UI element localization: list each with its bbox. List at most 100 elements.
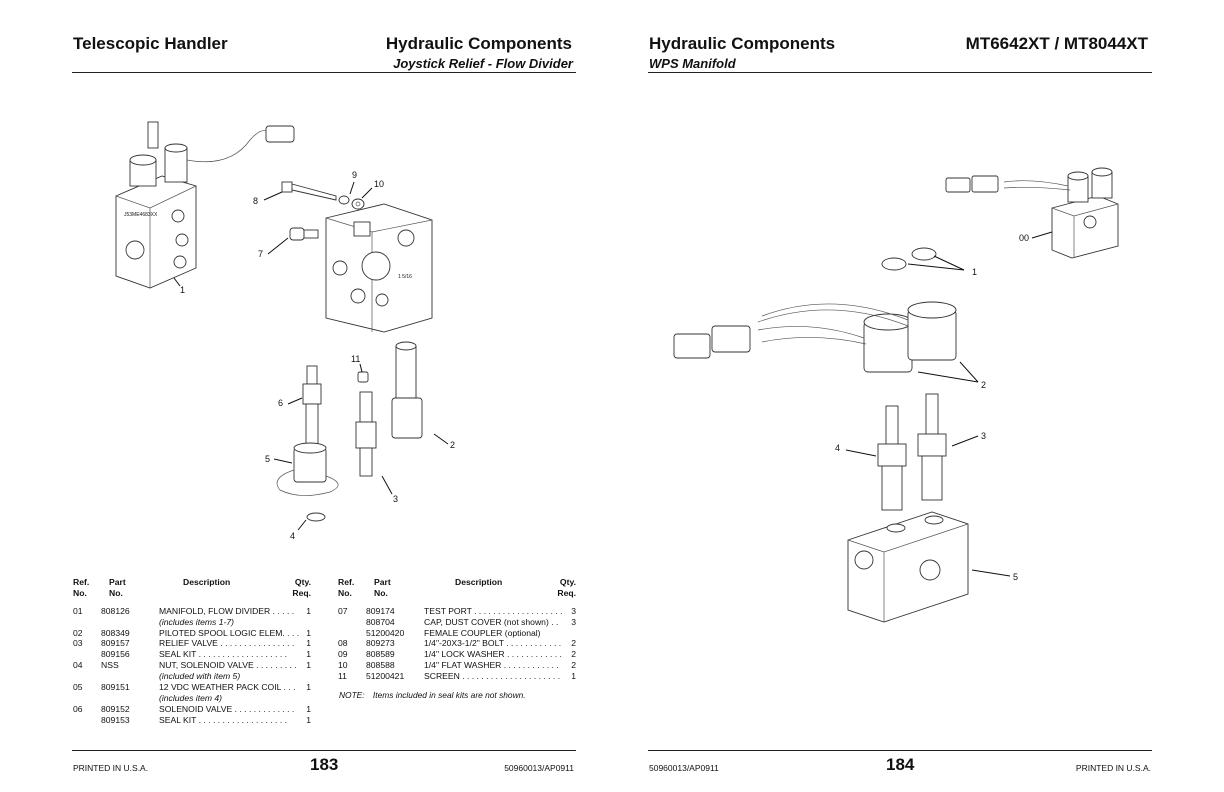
callout-8: 8 — [253, 196, 258, 206]
part-description: (included with item 5) — [159, 671, 241, 682]
relief-valve-drawing — [355, 391, 377, 477]
callout-2: 2 — [450, 440, 455, 450]
parts-row: (included with item 5) — [73, 671, 311, 682]
screen-drawing — [357, 371, 369, 383]
callout-6: 6 — [278, 398, 283, 408]
page-number: 183 — [310, 755, 339, 774]
part-description: RELIEF VALVE . . . . . . . . . . . . . .… — [159, 638, 295, 649]
callout-4: 4 — [835, 443, 840, 453]
note-label: NOTE: — [339, 690, 365, 700]
part-description: MANIFOLD, FLOW DIVIDER . . . . . — [159, 605, 295, 616]
part-description: (includes item 4) — [159, 692, 223, 703]
part-ref: 05 — [73, 682, 83, 693]
part-description: TEST PORT . . . . . . . . . . . . . . . … — [424, 605, 563, 616]
header-part: Part — [374, 577, 391, 587]
callout-3: 3 — [981, 431, 986, 441]
header-description: Description — [455, 577, 503, 587]
section-title: Hydraulic Components — [385, 34, 572, 53]
part-description: SEAL KIT . . . . . . . . . . . . . . . .… — [159, 714, 287, 725]
callout-10: 10 — [374, 179, 384, 189]
left-page: Telescopic Handler Hydraulic Components … — [72, 34, 576, 774]
part-number: NSS — [101, 660, 119, 671]
flow-divider-block-drawing: 1 5/16 — [325, 203, 433, 333]
wps-manifold-block-drawing — [847, 511, 969, 623]
document-title: Telescopic Handler — [73, 34, 228, 53]
parts-table-left: Ref. Part Description Qty. No. No. Req. … — [73, 577, 311, 726]
part-description: 12 VDC WEATHER PACK COIL . . . — [159, 682, 296, 693]
part-number: 809157 — [101, 638, 130, 649]
part-description: 1/4"-20X3-1/2" BOLT . . . . . . . . . . … — [424, 638, 562, 649]
flow-divider-exploded-diagram: J53ME4683XX 1 5/16 — [115, 121, 455, 541]
part-qty: 2 — [571, 649, 576, 660]
callout-7: 7 — [258, 249, 263, 259]
coil-drawing — [276, 442, 339, 496]
header-part: Part — [109, 577, 126, 587]
part-qty: 1 — [306, 703, 311, 714]
part-number: 809174 — [366, 605, 395, 616]
part-ref: 08 — [338, 638, 348, 649]
part-ref: 06 — [73, 703, 83, 714]
parts-row: (includes items 1-7) — [73, 617, 311, 628]
part-ref: 01 — [73, 605, 83, 616]
manifold-assembly-drawing: J53ME4683XX — [115, 121, 295, 289]
part-number: 808589 — [366, 649, 395, 660]
header-qty: Qty. — [559, 577, 576, 587]
part-number: 809156 — [101, 649, 130, 660]
part-description: (includes items 1-7) — [159, 616, 234, 627]
seal-kit-note: NOTE: Items included in seal kits are no… — [339, 690, 526, 700]
page-number: 184 — [886, 755, 915, 774]
cartridge-valves-drawing — [877, 393, 947, 511]
nut-drawing — [306, 512, 326, 522]
logic-element-drawing — [391, 341, 423, 439]
part-qty: 1 — [571, 671, 576, 682]
header-qty-req: Req. — [292, 587, 311, 598]
part-ref: 02 — [73, 627, 83, 638]
header-rule — [72, 72, 576, 73]
part-qty: 3 — [571, 605, 576, 616]
parts-row: 808704 CAP, DUST COVER (not shown) . . 3 — [338, 617, 576, 628]
footer-doc-code: 50960013/AP0911 — [504, 763, 574, 773]
part-qty: 3 — [571, 616, 576, 627]
header-qty-req: Req. — [557, 587, 576, 598]
svg-text:1 5/16: 1 5/16 — [398, 274, 412, 280]
header-qty: Qty. — [294, 577, 311, 587]
section-title: Hydraulic Components — [649, 34, 836, 53]
part-description: CAP, DUST COVER (not shown) . . — [424, 616, 559, 627]
header-part-no: No. — [109, 587, 123, 598]
header-ref-no: No. — [338, 587, 352, 598]
callout-4: 4 — [290, 531, 295, 541]
part-number: 808349 — [101, 627, 130, 638]
header-ref: Ref. — [338, 577, 355, 587]
part-number: 808126 — [101, 605, 130, 616]
callout-00: 00 — [1019, 233, 1029, 243]
part-number: 809152 — [101, 703, 130, 714]
parts-table-right: Ref. Part Description Qty. No. No. Req. … — [338, 577, 576, 682]
right-page: Hydraulic Components MT6642XT / MT8044XT… — [612, 0, 1224, 792]
coils-drawing — [673, 301, 957, 373]
part-ref: 07 — [338, 605, 348, 616]
part-number: 51200421 — [366, 671, 405, 682]
parts-row: 809156 SEAL KIT . . . . . . . . . . . . … — [73, 649, 311, 660]
callout-2: 2 — [981, 380, 986, 390]
parts-row: (includes item 4) — [73, 693, 311, 704]
callout-1: 1 — [972, 267, 977, 277]
footer-rule — [72, 750, 576, 751]
svg-text:J53ME4683XX: J53ME4683XX — [124, 212, 158, 218]
parts-rows-left: 01 808126 MANIFOLD, FLOW DIVIDER . . . . .… — [73, 606, 311, 726]
bolt-washer-drawing — [281, 181, 365, 210]
part-ref: 10 — [338, 660, 348, 671]
part-number: 51200420 — [366, 627, 405, 638]
footer-rule — [648, 750, 1152, 751]
subsection-title: WPS Manifold — [649, 56, 736, 71]
wps-manifold-exploded-diagram: 00 1 2 3 4 5 — [673, 167, 1119, 623]
part-qty: 1 — [306, 605, 311, 616]
part-description: SCREEN . . . . . . . . . . . . . . . . .… — [424, 671, 561, 682]
part-number: 808704 — [366, 616, 395, 627]
part-description: PILOTED SPOOL LOGIC ELEM. . . . — [159, 627, 300, 638]
